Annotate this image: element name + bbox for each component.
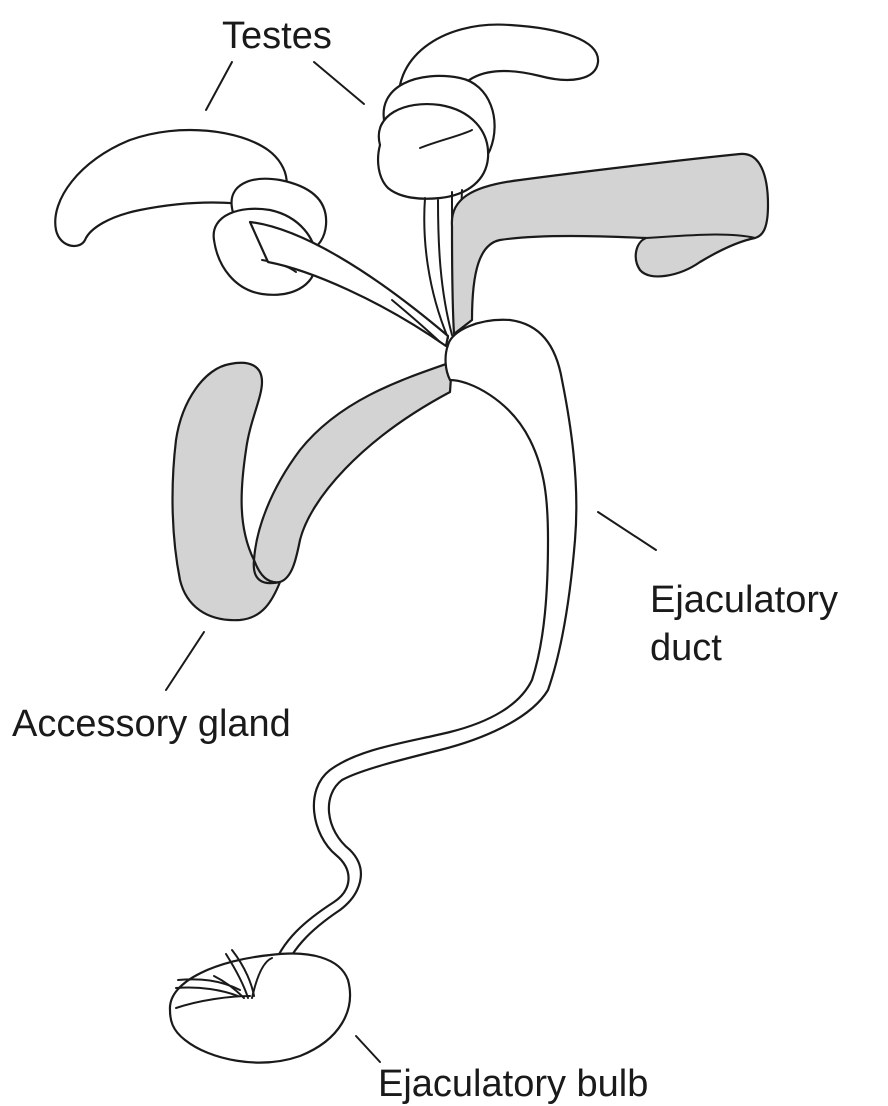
- ejaculatory-bulb: [170, 950, 350, 1063]
- accessory-gland-leader: [166, 632, 204, 690]
- ejaculatory-bulb-leader: [356, 1036, 380, 1062]
- label-ejaculatory-bulb: Ejaculatory bulb: [378, 1063, 648, 1105]
- label-accessory-gland: Accessory gland: [12, 703, 291, 745]
- testes-leader-right: [314, 62, 364, 104]
- right-accessory-gland: [452, 154, 768, 334]
- label-ejaculatory-duct-line2: duct: [650, 627, 722, 669]
- label-ejaculatory-duct-line1: Ejaculatory: [650, 579, 838, 621]
- left-accessory-gland: [173, 362, 452, 620]
- label-testes: Testes: [222, 15, 332, 57]
- ejaculatory-duct-leader: [598, 512, 656, 550]
- testes-leader-left: [206, 62, 232, 110]
- ejaculatory-duct: [262, 320, 576, 1030]
